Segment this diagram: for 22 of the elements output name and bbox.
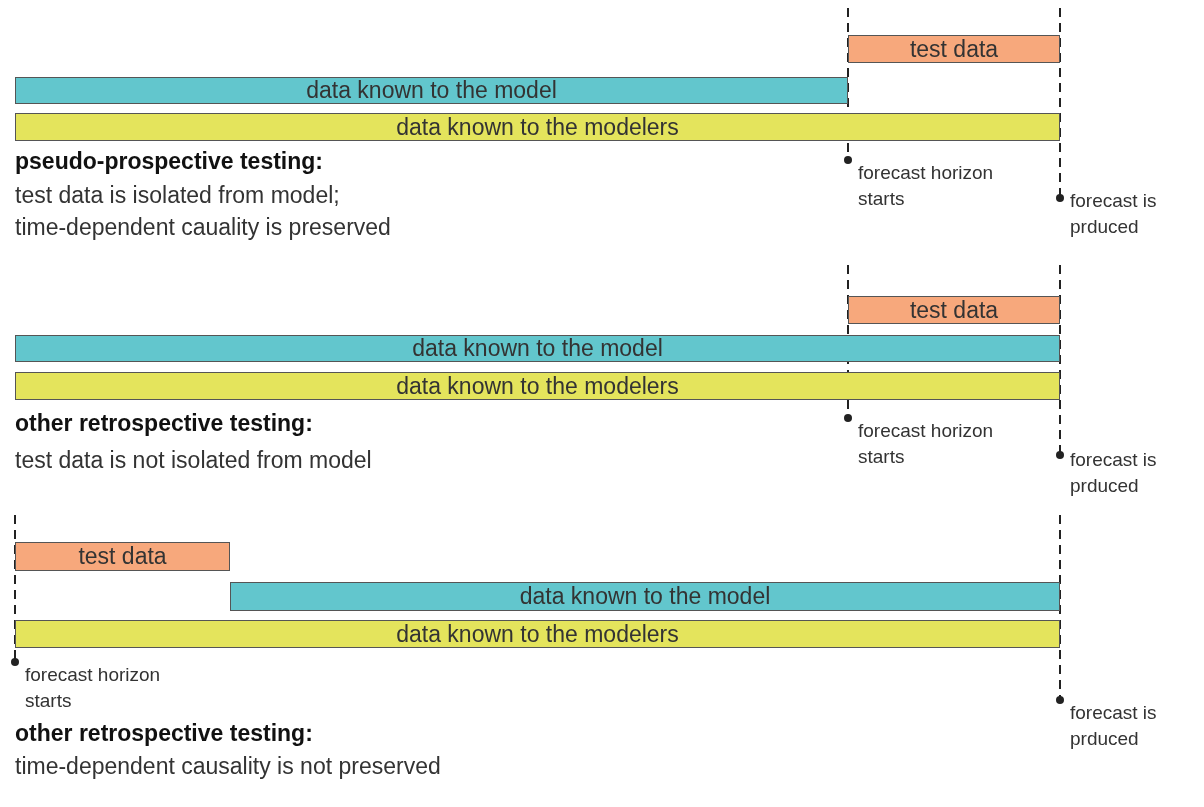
section-heading: other retrospective testing: <box>15 720 313 747</box>
test-data-bar: test data <box>848 35 1060 63</box>
marker-caption: forecast horizon starts <box>25 663 162 713</box>
marker-caption: forecast horizon starts <box>858 161 995 211</box>
test-data-bar: test data <box>15 542 230 571</box>
marker-caption: forecast is prduced <box>1070 448 1158 498</box>
description-text: test data is isolated from model; <box>15 182 340 209</box>
description-text: test data is not isolated from model <box>15 447 372 474</box>
marker-caption: forecast is prduced <box>1070 189 1158 239</box>
model-data-bar: data known to the model <box>15 77 848 104</box>
modelers-data-bar: data known to the modelers <box>15 620 1060 648</box>
description-text: time-dependent cauality is preserved <box>15 214 391 241</box>
section-heading: pseudo-prospective testing: <box>15 148 323 175</box>
model-data-bar: data known to the model <box>230 582 1060 611</box>
section-heading: other retrospective testing: <box>15 410 313 437</box>
marker-caption: forecast is prduced <box>1070 701 1158 751</box>
modelers-data-bar: data known to the modelers <box>15 372 1060 400</box>
marker-caption: forecast horizon starts <box>858 419 995 469</box>
description-text: time-dependent causality is not preserved <box>15 753 441 780</box>
test-data-bar: test data <box>848 296 1060 324</box>
model-data-bar: data known to the model <box>15 335 1060 362</box>
modelers-data-bar: data known to the modelers <box>15 113 1060 141</box>
